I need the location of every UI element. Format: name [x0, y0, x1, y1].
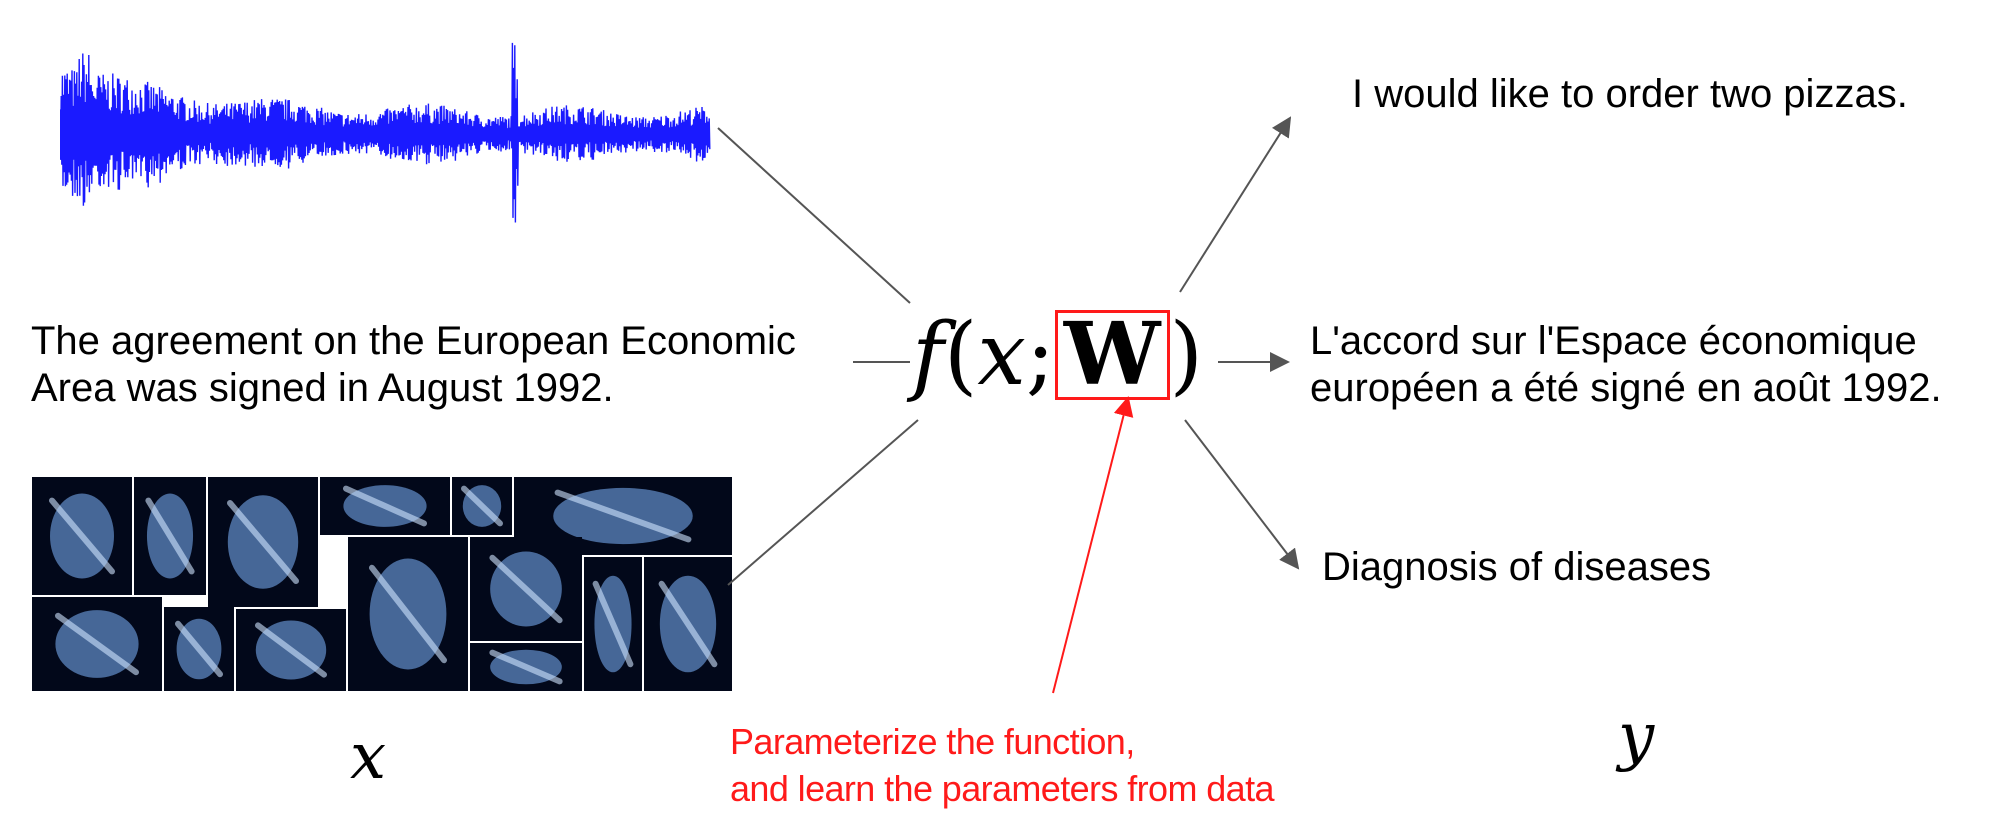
xray-collage-image: [32, 477, 732, 691]
xray-bone-line: [554, 489, 692, 543]
xray-bone-line: [369, 564, 447, 664]
annotation-line1: Parameterize the function,: [730, 721, 1135, 762]
output-translation-line2: européen a été signé en août 1992.: [1310, 366, 1942, 410]
xray-bone-line: [55, 612, 139, 676]
xray-bone-line: [592, 580, 634, 668]
function-f: f: [912, 305, 944, 405]
arrow-diagnosis: [1184, 419, 1300, 570]
xray-bone-line: [461, 485, 503, 527]
input-sentence-line2: Area was signed in August 1992.: [31, 366, 614, 410]
output-speech-text: I would like to order two pizzas.: [1352, 72, 1908, 116]
function-close-paren: ): [1169, 305, 1204, 405]
xray-bone-line: [658, 580, 718, 668]
xray-bone-line: [255, 622, 327, 678]
audio-waveform-image: [60, 42, 711, 223]
annotation-text: Parameterize the function, and learn the…: [730, 718, 1275, 812]
output-translation-line1: L'accord sur l'Espace économique: [1310, 319, 1917, 363]
annotation-line2: and learn the parameters from data: [730, 768, 1275, 809]
output-diagnosis: Diagnosis of diseases: [1322, 545, 1712, 589]
input-sentence-english: The agreement on the European Economic A…: [31, 318, 796, 412]
xray-bone-line: [49, 497, 115, 575]
function-open-paren: (: [943, 305, 978, 405]
xray-bone-line: [227, 500, 299, 584]
input-variable-x: x: [350, 720, 387, 794]
xray-bone-line: [343, 485, 427, 527]
xray-bone-line: [145, 497, 195, 575]
parameter-w-box: W: [1054, 310, 1170, 400]
input-sentence-line1: The agreement on the European Economic: [31, 319, 796, 363]
xray-bone-line: [489, 554, 563, 624]
connector-xray: [727, 419, 919, 586]
function-arg-x: x: [977, 305, 1026, 405]
annotation-arrow: [1052, 396, 1134, 694]
output-variable-y: y: [1618, 700, 1655, 774]
arrow-speech: [1179, 116, 1292, 293]
function-separator: ;: [1025, 305, 1055, 405]
function-formula: f(x;W): [912, 310, 1203, 400]
output-translation: L'accord sur l'Espace économique europée…: [1310, 318, 1942, 412]
xray-bone-line: [489, 649, 563, 685]
connector-audio: [717, 127, 911, 304]
xray-bone-line: [175, 620, 223, 678]
